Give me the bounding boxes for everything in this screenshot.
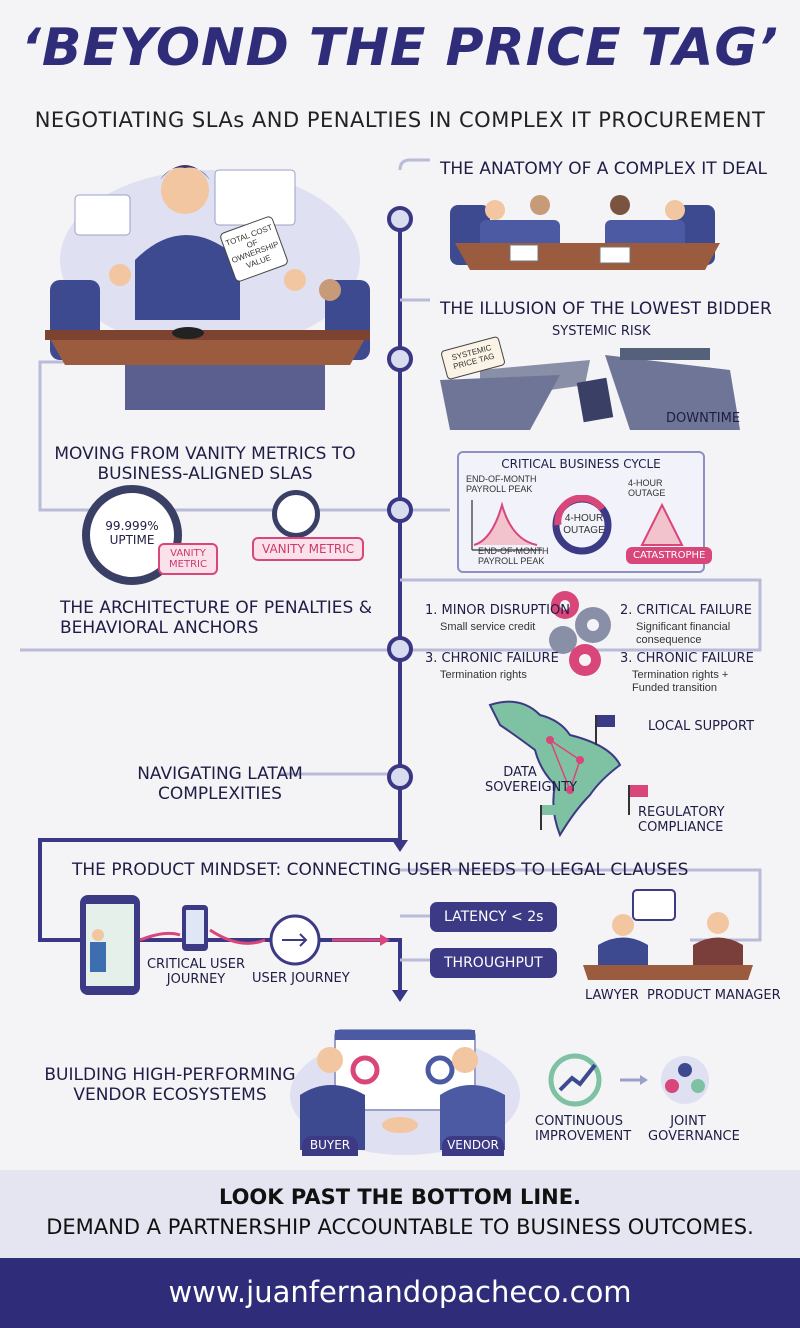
payroll-peak-top: END-OF-MONTH PAYROLL PEAK: [466, 474, 537, 495]
salesman-table-illustration: [45, 165, 370, 410]
business-cycle-title: CRITICAL BUSINESS CYCLE: [501, 457, 661, 471]
section-heading-penalties: THE ARCHITECTURE OF PENALTIES & BEHAVIOR…: [60, 598, 372, 639]
vanity-metric-tag-2: VANITY METRIC: [252, 537, 365, 561]
gears-illustration: [549, 591, 611, 676]
business-cycle-chart: [471, 495, 684, 555]
throughput-pill: THROUGHPUT: [430, 948, 557, 978]
cta-line-2: DEMAND A PARTNERSHIP ACCOUNTABLE TO BUSI…: [46, 1215, 754, 1239]
outage-right: 4-HOUR OUTAGE: [628, 478, 666, 499]
local-support-label: LOCAL SUPPORT: [648, 719, 755, 734]
section-heading-vendor-ecosystems: BUILDING HIGH-PERFORMING VENDOR ECOSYSTE…: [44, 1065, 296, 1106]
timeline-node-bidder: [387, 346, 413, 372]
data-sovereignty-label: DATA SOVEREIGNTY: [485, 765, 578, 795]
negotiation-table-illustration: [450, 195, 720, 270]
payroll-peak-bottom: END-OF-MONTH PAYROLL PEAK: [478, 546, 549, 567]
penalty-tier-1-title: 1. MINOR DISRUPTION: [425, 603, 570, 618]
critical-user-journey-label: CRITICAL USER JOURNEY: [146, 957, 246, 987]
section-heading-latam: NAVIGATING LATAM COMPLEXITIES: [137, 764, 303, 805]
lawyer-label: LAWYER: [585, 988, 639, 1003]
vendor-tag-bg: [442, 1136, 504, 1156]
catastrophe-tag: CATASTROPHE: [626, 547, 713, 564]
timeline-node-anatomy: [387, 206, 413, 232]
improvement-governance-icons: [548, 1053, 709, 1107]
footer-url-link[interactable]: www.juanfernandopacheco.com: [168, 1275, 632, 1309]
penalty-tier-4-title: 3. CHRONIC FAILURE: [620, 651, 754, 666]
vendor-label: VENDOR: [447, 1138, 499, 1152]
penalty-tier-3-title: 3. CHRONIC FAILURE: [425, 651, 559, 666]
continuous-improvement-label: CONTINUOUS IMPROVEMENT: [535, 1114, 632, 1144]
vanity-metric-tag-1: VANITY METRIC: [158, 543, 218, 575]
section-heading-lowest-bidder: THE ILLUSION OF THE LOWEST BIDDER: [440, 299, 772, 319]
joint-governance-label: JOINT GOVERNANCE: [648, 1114, 740, 1144]
small-clock: [272, 490, 320, 538]
user-journey-label: USER JOURNEY: [252, 971, 350, 986]
page-title: ‘BEYOND THE PRICE TAG’: [21, 18, 779, 78]
timeline-node-vanity: [387, 497, 413, 523]
buyer-label: BUYER: [309, 1138, 351, 1152]
timeline-node-penalties: [387, 636, 413, 662]
latam-map-illustration: [488, 700, 648, 838]
broken-bridge-illustration: [440, 348, 740, 430]
cta-line-1: LOOK PAST THE BOTTOM LINE.: [218, 1185, 582, 1209]
outage-center: 4-HOUR OUTAGE: [563, 513, 605, 536]
buyer-tag-bg: [302, 1136, 358, 1156]
cta-band: [0, 1170, 800, 1258]
handshake-illustration: [290, 1029, 520, 1155]
product-manager-label: PRODUCT MANAGER: [647, 988, 781, 1003]
penalty-tier-2-title: 2. CRITICAL FAILURE: [620, 603, 752, 618]
penalty-tier-3-detail: Termination rights: [440, 669, 527, 681]
lawyer-pm-illustration: [583, 889, 753, 980]
penalty-tier-2-detail: Significant financial consequence: [636, 621, 731, 646]
downtime-label: DOWNTIME: [666, 411, 741, 426]
regulatory-compliance-label: REGULATORY COMPLIANCE: [638, 805, 725, 835]
uptime-label: 99.999% UPTIME: [105, 519, 159, 547]
penalty-tier-4-detail: Termination rights + Funded transition: [632, 669, 729, 694]
user-journey-illustration: [80, 895, 390, 995]
section-heading-product-mindset: THE PRODUCT MINDSET: CONNECTING USER NEE…: [72, 860, 689, 880]
section-heading-anatomy: THE ANATOMY OF A COMPLEX IT DEAL: [440, 159, 767, 179]
page-subtitle: NEGOTIATING SLAs AND PENALTIES IN COMPLE…: [34, 108, 766, 132]
latency-pill: LATENCY < 2s: [430, 902, 558, 932]
systemic-risk-label: SYSTEMIC RISK: [552, 324, 651, 339]
penalty-tier-1-detail: Small service credit: [440, 621, 536, 633]
footer-bar: [0, 1258, 800, 1328]
section-heading-vanity: MOVING FROM VANITY METRICS TO BUSINESS-A…: [54, 444, 356, 485]
timeline-node-latam: [387, 764, 413, 790]
